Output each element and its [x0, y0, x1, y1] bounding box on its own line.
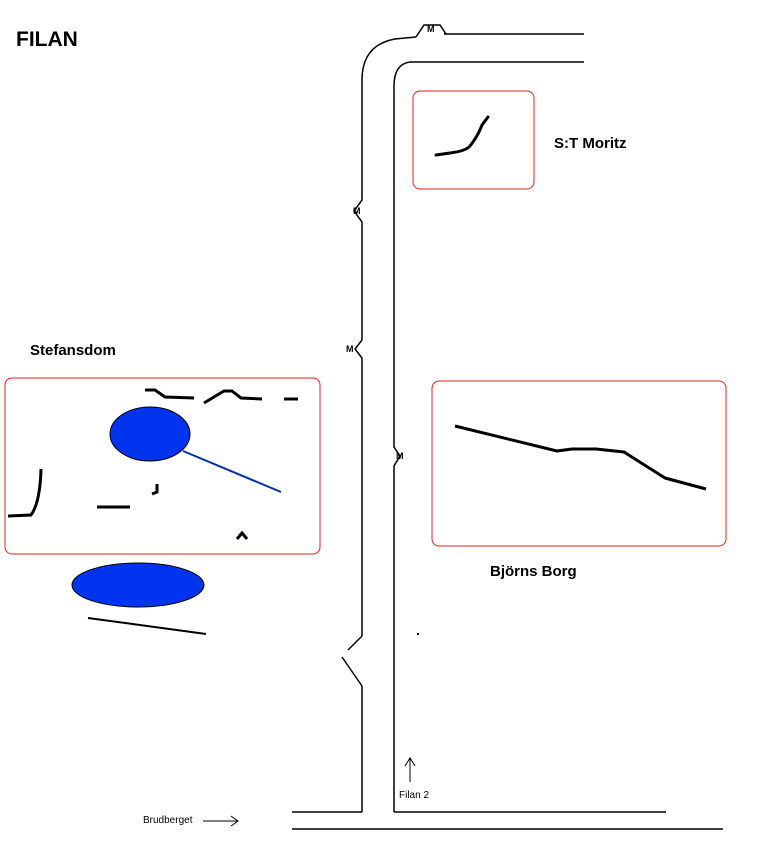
marker-m-3: M	[396, 451, 404, 461]
label-stefansdom: Stefansdom	[30, 342, 116, 359]
arrow-right-icon	[203, 815, 239, 827]
stefansdom-wall-left	[7, 468, 43, 518]
marker-m-2: M	[346, 344, 354, 354]
map-title: FILAN	[16, 28, 78, 51]
area-stefansdom	[4, 377, 321, 555]
marker-m-top: M	[427, 24, 435, 34]
stefansdom-wall-top2	[203, 389, 263, 405]
stefansdom-wall-top	[145, 388, 195, 400]
label-filan2: Filan 2	[399, 790, 430, 801]
marker-m-1: M	[353, 206, 361, 216]
st-moritz-wall	[434, 115, 490, 157]
stefansdom-wall-hat	[235, 530, 249, 540]
label-st-moritz: S:T Moritz	[554, 135, 627, 152]
area-st-moritz	[412, 90, 535, 190]
area-bjorns-borg	[431, 380, 727, 547]
road-branch	[341, 635, 363, 687]
dot	[417, 633, 419, 635]
road-edge-left	[353, 36, 417, 812]
lake	[71, 562, 205, 608]
road-top-marker	[415, 24, 447, 38]
label-bjorns-borg: Björns Borg	[490, 563, 577, 580]
bjorns-borg-wall	[454, 424, 707, 491]
stefansdom-wall-small	[151, 484, 159, 496]
label-brudberget: Brudberget	[143, 815, 193, 826]
road-edge-right	[393, 61, 584, 812]
pond-line	[182, 450, 282, 493]
arrow-up-icon	[404, 757, 416, 782]
pond-small	[109, 406, 191, 462]
lake-shore-line	[87, 617, 207, 635]
